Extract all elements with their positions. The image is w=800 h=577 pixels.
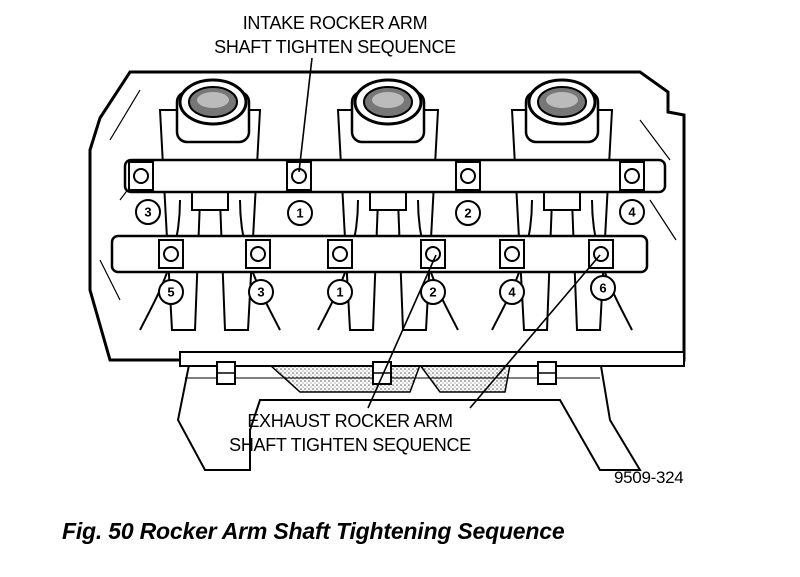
shaft-bolt — [455, 161, 481, 191]
shaft-bolt — [619, 161, 645, 191]
shaft-bolt — [128, 161, 154, 191]
intake-sequence-number: 1 — [296, 206, 303, 221]
manifold-stud — [537, 361, 557, 385]
exhaust-sequence-marker: 3 — [248, 279, 274, 305]
intake-sequence-marker: 2 — [455, 200, 481, 226]
exhaust-sequence-number: 3 — [257, 285, 264, 300]
intake-sequence-marker: 4 — [619, 199, 645, 225]
lower-manifold — [176, 359, 642, 471]
intake-label-line2: SHAFT TIGHTEN SEQUENCE — [214, 37, 456, 57]
intake-sequence-markers: 3 1 2 4 — [135, 199, 645, 226]
intake-sequence-number: 2 — [464, 206, 471, 221]
shaft-bolt — [158, 239, 184, 269]
shaft-bolt — [420, 239, 446, 269]
exhaust-sequence-marker: 2 — [420, 279, 446, 305]
spark-plug-well-1 — [175, 78, 251, 144]
exhaust-sequence-number: 2 — [429, 285, 436, 300]
shaft-bolt — [245, 239, 271, 269]
head-lower-rail — [179, 351, 685, 367]
manifold-stud — [216, 361, 236, 385]
exhaust-sequence-number: 5 — [167, 285, 174, 300]
shaft-bolt — [499, 239, 525, 269]
exhaust-sequence-markers: 5 3 1 2 4 6 — [158, 275, 616, 305]
exhaust-sequence-marker: 6 — [590, 275, 616, 301]
exhaust-label-line2: SHAFT TIGHTEN SEQUENCE — [229, 435, 471, 455]
exhaust-leader-line-1 — [367, 254, 437, 409]
exhaust-sequence-number: 6 — [599, 281, 606, 296]
figure-code: 9509-324 — [614, 468, 684, 487]
exhaust-rocker-shaft — [110, 234, 649, 274]
intake-sequence-number: 4 — [628, 205, 636, 220]
exhaust-sequence-marker: 4 — [499, 279, 525, 305]
intake-sequence-marker: 3 — [135, 199, 161, 225]
exhaust-label-line1: EXHAUST ROCKER ARM — [247, 411, 453, 431]
exhaust-sequence-number: 4 — [508, 285, 516, 300]
exhaust-sequence-marker: 1 — [327, 279, 353, 305]
intake-sequence-number: 3 — [144, 205, 151, 220]
shaft-bolt — [327, 239, 353, 269]
spark-plug-well-2 — [350, 78, 426, 144]
exhaust-sequence-number: 1 — [336, 285, 343, 300]
exhaust-leader-line-2 — [469, 254, 601, 409]
manifold-stud — [372, 361, 392, 385]
figure-caption: Fig. 50 Rocker Arm Shaft Tightening Sequ… — [62, 518, 565, 544]
intake-label-line1: INTAKE ROCKER ARM — [242, 13, 428, 33]
spark-plug-wells — [175, 78, 600, 144]
exhaust-sequence-marker: 5 — [158, 279, 184, 305]
intake-rocker-shaft — [123, 158, 667, 194]
intake-leader-line — [298, 57, 313, 173]
spark-plug-well-3 — [524, 78, 600, 144]
intake-sequence-marker: 1 — [287, 200, 313, 226]
